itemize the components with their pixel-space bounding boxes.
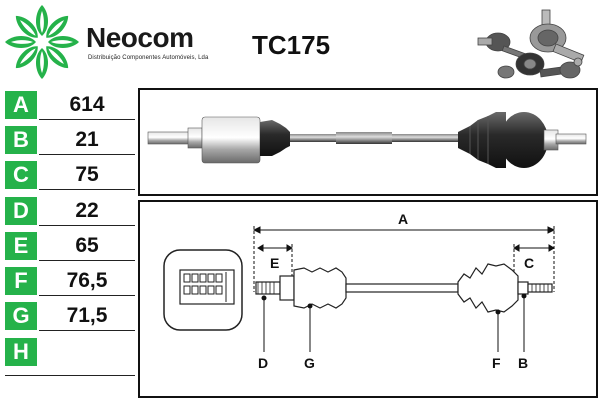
- product-photo-icon: [477, 9, 585, 79]
- dimension-letter: H: [5, 338, 37, 366]
- neocom-logo-icon: [5, 5, 79, 79]
- dimension-value: 76,5: [66, 269, 108, 292]
- dimensions-table: A 614 B 21 C 75 D 22 E 65 F 76,5 G 71,5 …: [3, 89, 135, 395]
- product-image-panel: [138, 88, 598, 196]
- dimension-value: 71,5: [66, 304, 108, 327]
- dimension-row-d: D 22: [3, 197, 135, 226]
- dimension-row-e: E 65: [3, 232, 135, 261]
- dimension-letter: A: [5, 91, 37, 119]
- dimension-letter: E: [5, 232, 37, 260]
- dimension-letter: C: [5, 161, 37, 189]
- diagram-label-e: E: [270, 255, 279, 271]
- part-reference: TC175: [252, 30, 331, 60]
- diagram-label-a: A: [398, 211, 408, 227]
- diagram-label-f: F: [492, 355, 501, 371]
- dimension-row-a: A 614: [3, 91, 135, 120]
- dimension-value: [39, 338, 135, 366]
- dimension-row-h: H: [3, 338, 135, 367]
- technical-diagram: A E C D G F B: [163, 211, 556, 371]
- dimension-letter: B: [5, 126, 37, 154]
- diagram-label-g: G: [304, 355, 315, 371]
- brand-tagline: Distribuição Componentes Automóveis, Lda: [88, 55, 209, 61]
- technical-diagram-panel: A E C D G F B: [138, 200, 598, 398]
- dimension-letter: G: [5, 302, 37, 330]
- diagram-label-c: C: [524, 255, 534, 271]
- dimension-row-g: G 71,5: [3, 302, 135, 331]
- dimension-row-f: F 76,5: [3, 267, 135, 296]
- dimension-row-c: C 75: [3, 161, 135, 190]
- drive-shaft-image: [147, 112, 587, 168]
- dimension-row-b: B 21: [3, 126, 135, 155]
- dimension-letter: D: [5, 197, 37, 225]
- dimension-value: 65: [75, 234, 99, 257]
- dimension-value: 21: [75, 128, 99, 151]
- dimension-value: 614: [69, 93, 105, 116]
- dimension-letter: F: [5, 267, 37, 295]
- diagram-label-b: B: [518, 355, 528, 371]
- dimension-value: 75: [75, 163, 99, 186]
- dimension-value: 22: [75, 199, 99, 222]
- brand-name: Neocom: [86, 22, 194, 53]
- diagram-label-d: D: [258, 355, 268, 371]
